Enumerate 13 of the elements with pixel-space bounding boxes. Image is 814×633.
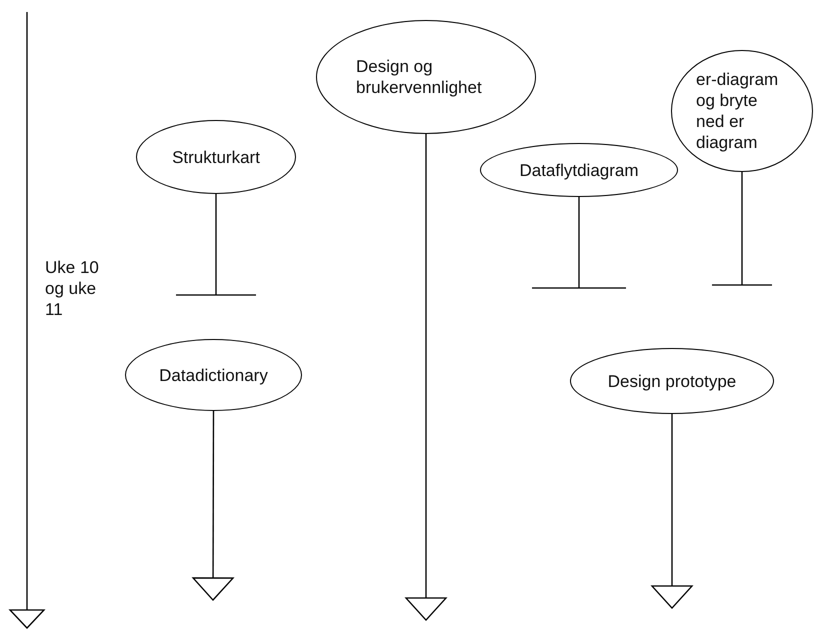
arrow xyxy=(405,134,447,621)
topic-label: Design prototype xyxy=(606,370,738,392)
topic-label: Dataflytdiagram xyxy=(518,160,640,180)
time-label: Uke 10 og uke 11 xyxy=(45,257,100,320)
bar-ended-line xyxy=(711,172,773,286)
topic-label: Datadictionary xyxy=(158,364,269,386)
arrow xyxy=(192,411,234,601)
topic-label: er-diagram og bryte ned er diagram xyxy=(696,69,780,153)
topic-label: Design og brukervennlighet xyxy=(356,56,483,98)
bar-ended-line xyxy=(175,194,257,296)
arrow xyxy=(651,414,693,609)
topic-label: Strukturkart xyxy=(171,146,261,168)
bar-ended-line xyxy=(531,197,627,289)
